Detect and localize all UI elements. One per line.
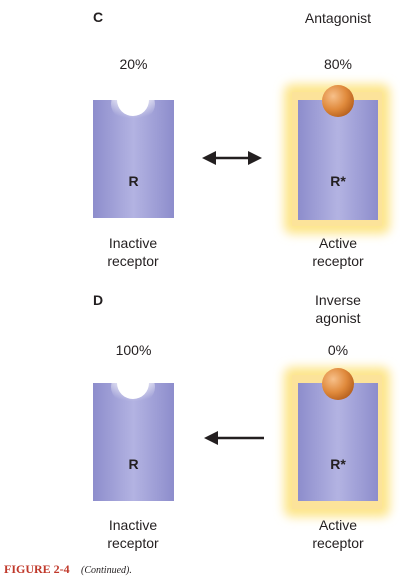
panel-d-ligand-label-line2: agonist — [315, 310, 361, 326]
figure-caption: FIGURE 2-4 (Continued). — [4, 562, 132, 577]
panel-c-letter: C — [93, 9, 104, 25]
panel-c-left-percent: 20% — [119, 56, 148, 72]
panel-c-right-receptor-symbol: R* — [330, 173, 346, 189]
panel-d-inverse-agonist-ligand — [322, 368, 354, 400]
panel-d-right-caption-line1: Active — [318, 517, 358, 533]
panel-d-right-percent: 0% — [327, 342, 349, 358]
panel-d-left-caption-line2: receptor — [107, 535, 159, 551]
panel-c-right-caption-line2: receptor — [312, 253, 364, 269]
panel-d-letter: D — [93, 292, 104, 308]
panel-c-right-caption: Active receptor — [288, 234, 388, 270]
panel-d-active-receptor — [284, 367, 390, 517]
panel-d-right-caption: Active receptor — [288, 516, 388, 552]
panel-c-left-caption: Inactive receptor — [83, 234, 183, 270]
panel-c-ligand-label: Antagonist — [304, 10, 372, 26]
panel-c-active-receptor — [284, 84, 390, 234]
panel-c-equilibrium-arrow — [202, 151, 262, 165]
panel-d-ligand-label: Inverse agonist — [288, 291, 388, 327]
panel-c-right-percent: 80% — [323, 56, 353, 72]
panel-c-left-caption-line1: Inactive — [108, 235, 158, 251]
panel-c-antagonist-ligand — [322, 85, 354, 117]
figure-label: FIGURE 2-4 — [4, 562, 70, 576]
panel-d-inactive-receptor — [93, 369, 174, 501]
panel-d-right-receptor-symbol: R* — [330, 456, 346, 472]
panel-d-ligand-label-line1: Inverse — [315, 292, 361, 308]
panel-c-left-caption-line2: receptor — [107, 253, 159, 269]
panel-d-left-percent: 100% — [115, 342, 152, 358]
panel-c-inactive-receptor — [93, 86, 174, 218]
panel-d-right-caption-line2: receptor — [312, 535, 364, 551]
panel-c-left-receptor-symbol: R — [128, 173, 139, 189]
panel-d-left-caption-line1: Inactive — [108, 517, 158, 533]
panel-c-right-caption-line1: Active — [318, 235, 358, 251]
panel-d-left-receptor-symbol: R — [128, 456, 139, 472]
panel-d-shift-arrow — [204, 431, 264, 445]
panel-d-left-caption: Inactive receptor — [83, 516, 183, 552]
figure-sublabel: (Continued). — [81, 565, 132, 576]
